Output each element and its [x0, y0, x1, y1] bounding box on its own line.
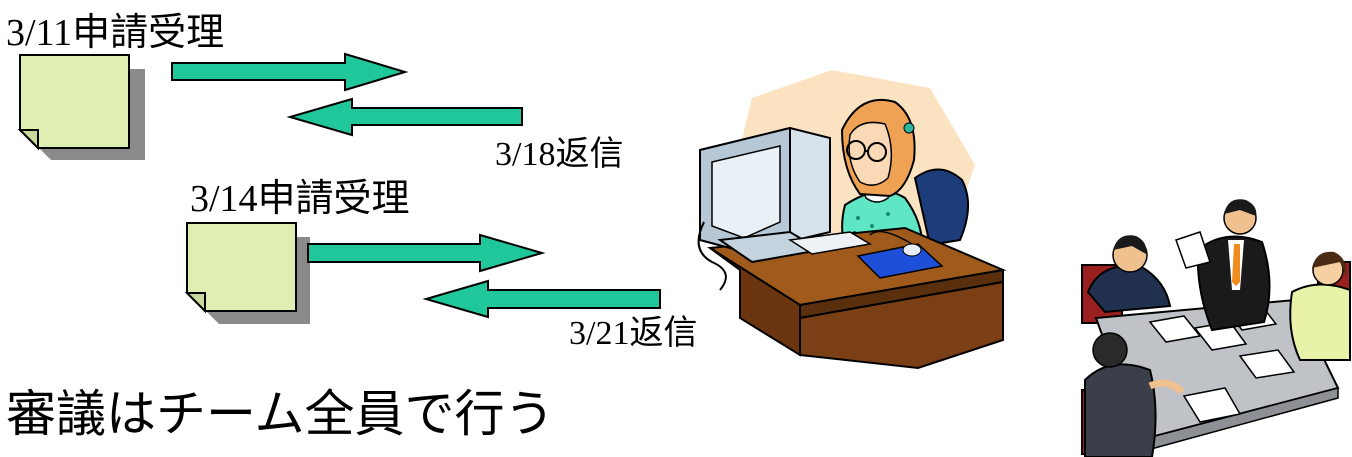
reply-label-2: 3/21返信: [569, 315, 698, 352]
right-arrow-icon: [171, 52, 409, 92]
application-label-1: 3/11申請受理: [6, 12, 225, 54]
office-worker-clipart: [697, 70, 1007, 370]
meeting-clipart: [1081, 199, 1351, 457]
caption: 審議はチーム全員で行う: [6, 385, 555, 443]
application-label-2: 3/14申請受理: [190, 178, 410, 220]
right-arrow-icon: [307, 233, 546, 273]
left-arrow-icon: [286, 97, 523, 137]
left-arrow-icon: [422, 279, 661, 319]
reply-label-1: 3/18返信: [495, 136, 624, 173]
note-icon: [17, 54, 145, 160]
note-icon: [184, 222, 310, 324]
